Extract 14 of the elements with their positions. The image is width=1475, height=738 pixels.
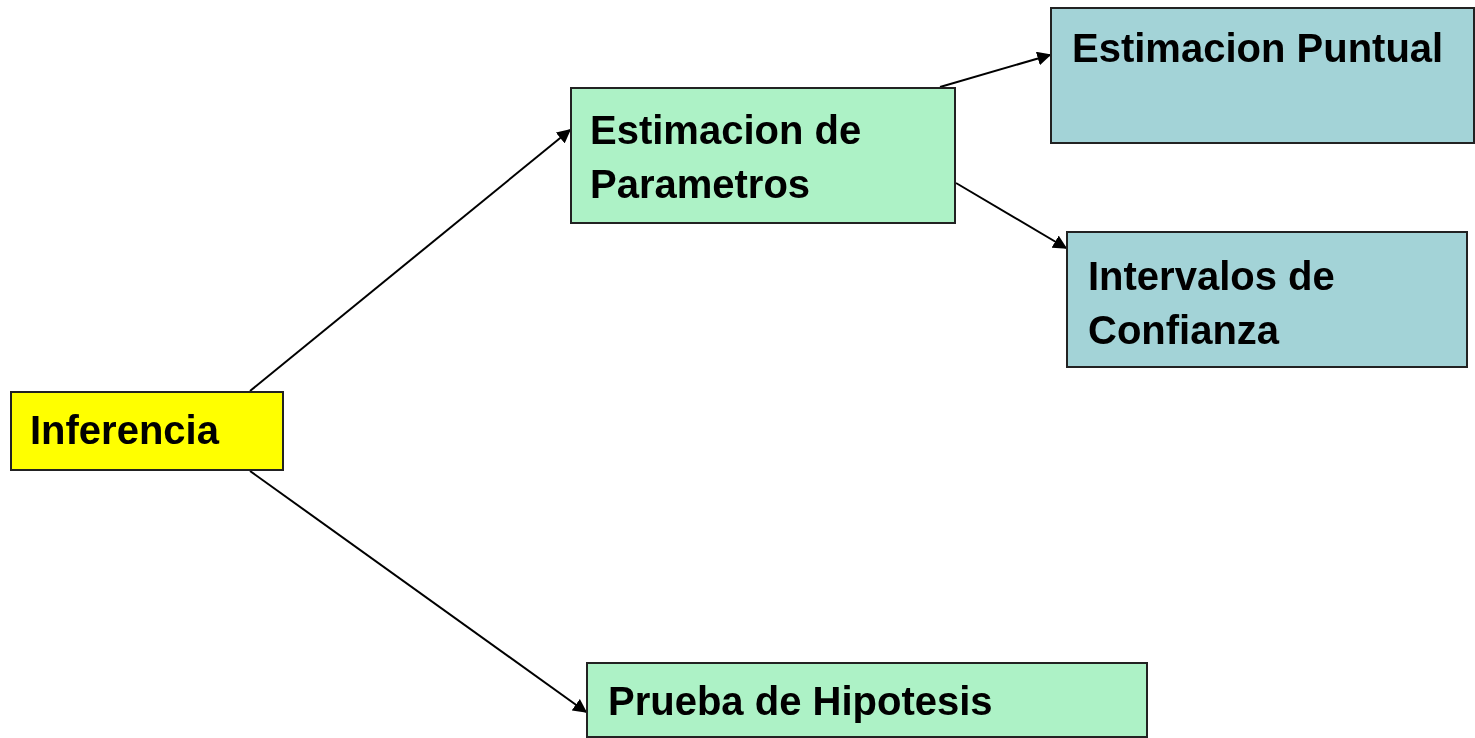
arrow [249,470,588,713]
box-label: Inferencia [30,407,221,454]
arrow [249,129,572,392]
process-box [1050,7,1475,144]
box-label: Estimacion Puntual [1072,25,1445,72]
arrow [939,51,1052,88]
process-box [1066,231,1468,368]
arrow [955,182,1068,249]
box-label: Estimacion de Parametros [590,107,863,208]
process-box [586,662,1148,738]
process-box [10,391,284,471]
box-label: Intervalos de Confianza [1088,253,1336,354]
process-box [570,87,956,224]
box-label: Prueba de Hipotesis [608,678,994,725]
